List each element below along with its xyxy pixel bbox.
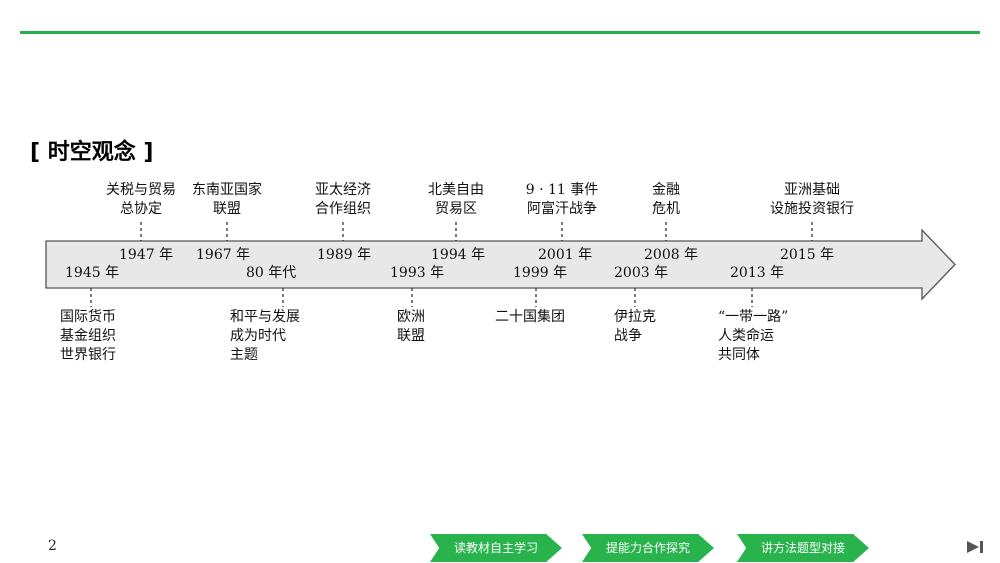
event-label-financial-crisis: 金融 危机: [652, 182, 680, 217]
event-label-peace-development: 和平与发展 成为时代 主题: [230, 309, 300, 363]
skip-to-end-icon[interactable]: [966, 539, 986, 555]
year-label: 2008 年: [644, 247, 699, 263]
year-label: 2015 年: [780, 247, 835, 263]
year-label: 1947 年: [119, 247, 174, 263]
header-divider: [20, 31, 980, 34]
timeline-arrow-body: [45, 228, 956, 301]
read-textbook-button[interactable]: 读教材自主学习: [430, 534, 562, 562]
event-label-eu: 欧洲 联盟: [397, 309, 425, 344]
year-label: 80 年代: [246, 265, 297, 281]
event-label-nafta: 北美自由 贸易区: [428, 182, 484, 217]
year-label: 1945 年: [65, 265, 120, 281]
event-label-apec: 亚太经济 合作组织: [315, 182, 371, 217]
page-number: 2: [48, 538, 57, 554]
year-label: 1993 年: [390, 265, 445, 281]
section-title: [ 时空观念 ]: [30, 140, 154, 165]
year-label: 2003 年: [614, 265, 669, 281]
event-label-iraq-war: 伊拉克 战争: [614, 309, 656, 344]
year-label: 2013 年: [730, 265, 785, 281]
event-label-imf-worldbank: 国际货币 基金组织 世界银行: [60, 309, 116, 363]
year-label: 1967 年: [196, 247, 251, 263]
method-questions-button[interactable]: 讲方法题型对接: [737, 534, 869, 562]
year-label: 1994 年: [431, 247, 486, 263]
improve-ability-button[interactable]: 提能力合作探究: [582, 534, 714, 562]
event-label-g20: 二十国集团: [495, 309, 565, 325]
event-label-aiib: 亚洲基础 设施投资银行: [770, 182, 854, 217]
event-label-asean: 东南亚国家 联盟: [192, 182, 262, 217]
event-label-gatt: 关税与贸易 总协定: [106, 182, 176, 217]
event-label-911: 9 · 11 事件 阿富汗战争: [525, 182, 599, 217]
year-label: 1989 年: [317, 247, 372, 263]
year-label: 2001 年: [538, 247, 593, 263]
event-label-belt-road: “一带一路” 人类命运 共同体: [718, 309, 789, 363]
year-label: 1999 年: [513, 265, 568, 281]
